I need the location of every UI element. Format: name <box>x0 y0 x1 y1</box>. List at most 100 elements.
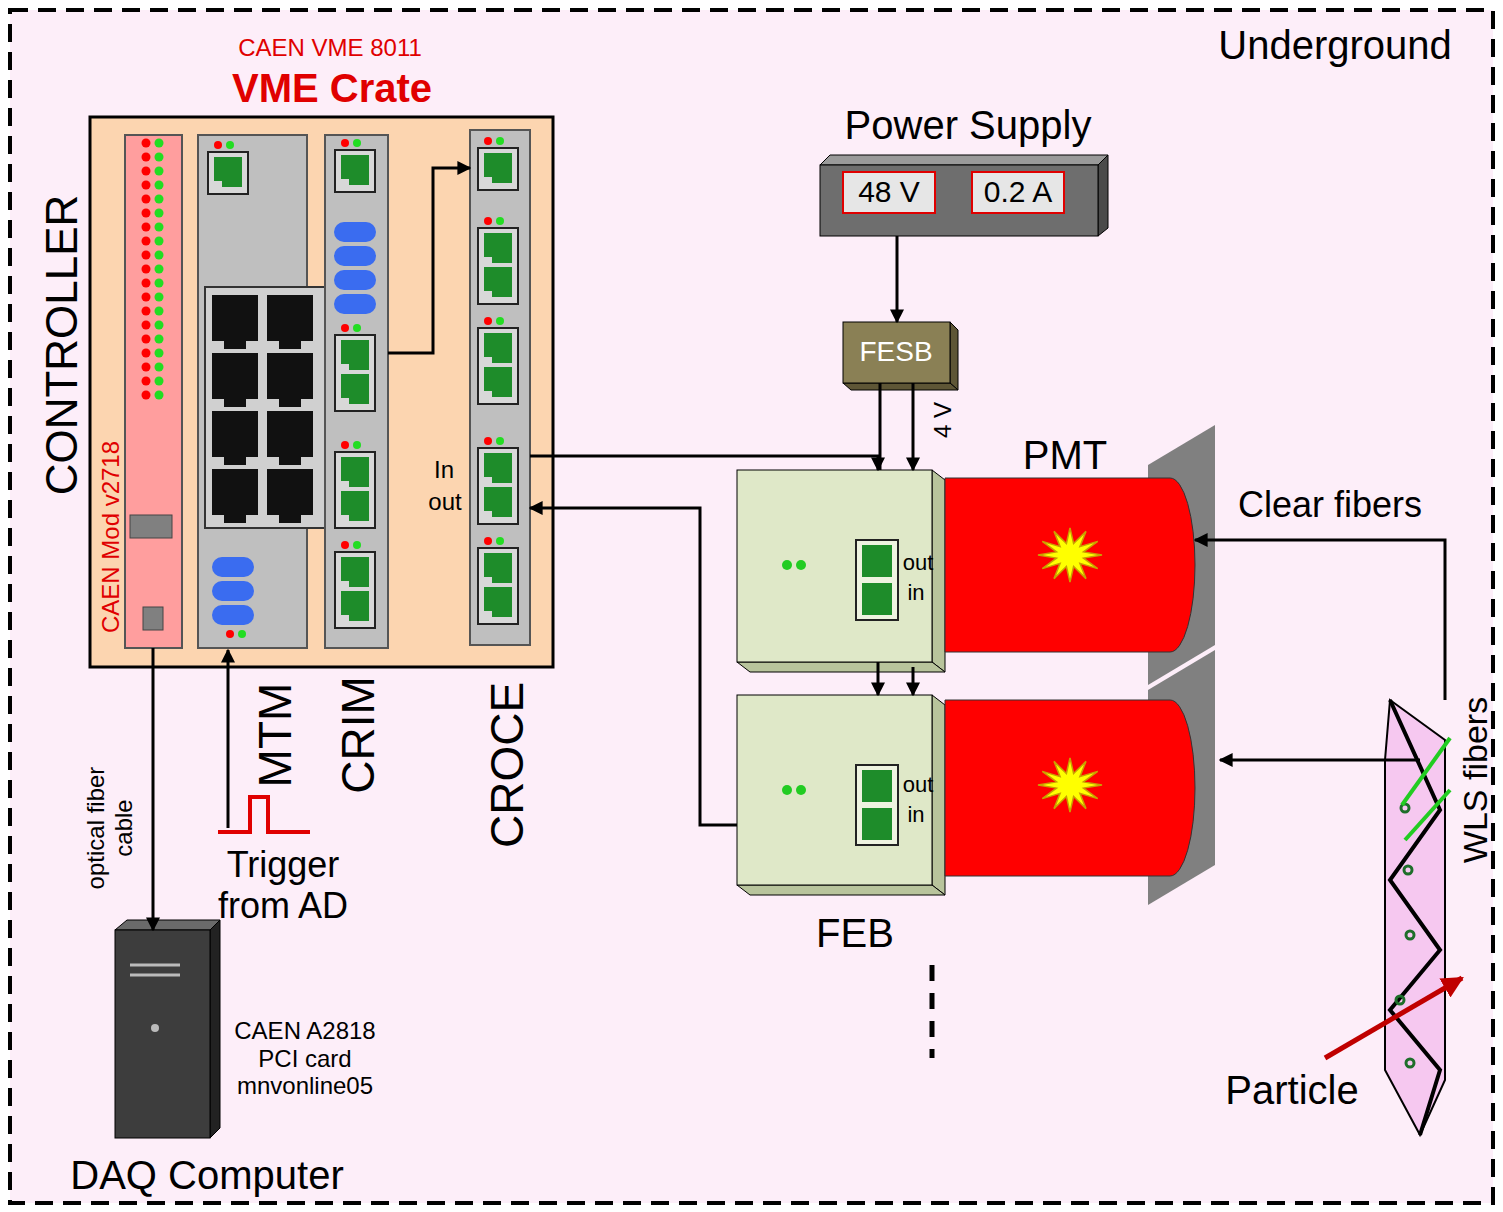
signal-cable <box>1195 540 1445 700</box>
current-display <box>972 172 1064 213</box>
port-housing <box>478 328 518 404</box>
annotation-label: Particle <box>1225 1067 1358 1113</box>
box-side <box>950 322 958 390</box>
annotation-label: 4 V <box>929 402 957 438</box>
black-jack <box>267 295 313 349</box>
status-led <box>155 153 164 162</box>
status-led <box>142 321 151 330</box>
controller-port <box>130 515 172 538</box>
power-wire <box>912 667 915 695</box>
port-led <box>341 441 349 449</box>
status-led <box>142 363 151 372</box>
status-led <box>142 293 151 302</box>
node-label: CAEN VME 8011 <box>238 34 422 62</box>
crim-module: CRIM <box>325 135 388 648</box>
status-led <box>142 237 151 246</box>
scintillator-strip <box>1385 700 1445 1135</box>
rj45-jack <box>341 591 369 621</box>
node-label: out <box>903 772 934 797</box>
port-led <box>341 541 349 549</box>
signal-cable <box>896 236 899 322</box>
fesb-board: FESB <box>843 322 950 383</box>
annotation-label: Trigger from AD <box>198 844 368 927</box>
mtm-connector-block <box>205 287 325 528</box>
port-housing <box>478 148 518 190</box>
annotation-label: optical fiber cable <box>82 743 137 913</box>
port-led <box>484 317 492 325</box>
status-led <box>155 237 164 246</box>
node-label: CAEN A2818 PCI card mnvonline05 <box>216 1017 394 1100</box>
port-housing <box>335 552 375 628</box>
blue-connector <box>212 581 254 601</box>
status-led <box>142 391 151 400</box>
rj45-jack <box>341 340 369 370</box>
fiber-hole <box>1404 866 1412 874</box>
rj45-jack <box>484 153 512 183</box>
status-led <box>155 181 164 190</box>
status-led <box>155 335 164 344</box>
signal-cable <box>877 662 880 695</box>
port-led <box>353 139 361 147</box>
fiber-hole <box>1406 931 1414 939</box>
node-label: CROCE <box>481 682 534 848</box>
port-led <box>238 630 246 638</box>
signal-cable <box>530 456 878 470</box>
status-led <box>155 209 164 218</box>
blue-connector <box>334 294 376 314</box>
vme-crate: CAEN VME 8011VME CrateCONTROLLERCAEN Mod… <box>90 117 553 667</box>
node-label: CRIM <box>332 676 385 794</box>
rj45-jack <box>484 487 512 517</box>
pmt-body <box>945 478 1195 652</box>
node-label: CONTROLLER <box>37 195 88 496</box>
status-led <box>155 293 164 302</box>
scintillator-strip: WLS fibers <box>1385 700 1445 1135</box>
signal-cable <box>388 168 470 353</box>
croce-card <box>470 130 530 645</box>
feb-led <box>782 785 792 795</box>
power-supply-box <box>820 165 1098 236</box>
rj45-jack <box>862 583 892 615</box>
node-label: FEB <box>816 910 894 956</box>
node-label: 48 V <box>858 175 920 210</box>
box-bottom <box>843 383 958 390</box>
status-led <box>155 195 164 204</box>
port-led <box>496 537 504 545</box>
port-led <box>353 441 361 449</box>
status-led <box>155 139 164 148</box>
status-led <box>155 223 164 232</box>
status-led <box>142 335 151 344</box>
blue-connector <box>334 270 376 290</box>
black-jack <box>267 353 313 407</box>
port-led <box>484 137 492 145</box>
port-housing <box>856 540 898 620</box>
light-flash <box>1038 528 1102 582</box>
feb-led <box>796 560 806 570</box>
croce-module: CROCEInout <box>470 130 530 645</box>
status-led <box>155 349 164 358</box>
computer-top <box>115 920 220 930</box>
optical-port <box>143 607 163 630</box>
computer-side <box>210 920 220 1138</box>
chain-continues <box>930 965 935 1058</box>
node-label: out <box>428 488 461 516</box>
node-label: In <box>434 456 454 484</box>
port-led <box>341 324 349 332</box>
front-end-board: outin <box>737 470 932 662</box>
node-label: in <box>907 802 924 827</box>
port-led <box>484 217 492 225</box>
status-led <box>142 265 151 274</box>
wls-fiber <box>1402 738 1450 805</box>
black-jack <box>212 469 258 523</box>
box-side <box>932 470 945 672</box>
status-led <box>155 391 164 400</box>
status-led <box>142 223 151 232</box>
controller-module: CONTROLLERCAEN Mod v2718 <box>125 135 182 648</box>
rj45-jack <box>484 453 512 483</box>
edge-label: Clear fibers <box>1235 484 1425 525</box>
rj45-jack <box>341 491 369 521</box>
trigger-pulse <box>218 797 310 832</box>
port-led <box>226 630 234 638</box>
crim-card <box>325 135 388 648</box>
